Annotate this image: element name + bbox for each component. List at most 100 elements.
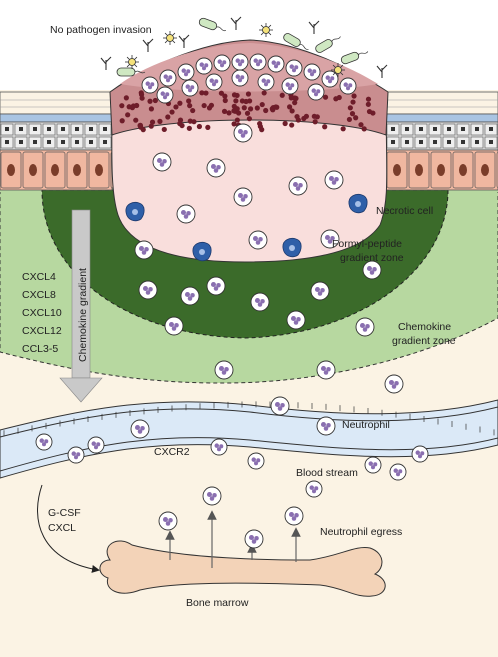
clot-particle (203, 90, 209, 96)
clot-particle (350, 99, 356, 105)
clot-particle (221, 108, 228, 114)
clot-particle (289, 108, 295, 114)
clot-particle (231, 92, 238, 98)
clot-particle (279, 92, 285, 98)
clot-particle (199, 90, 205, 96)
clot-particle (361, 126, 367, 132)
clot-particle (186, 125, 192, 131)
clot-particle (177, 117, 184, 123)
clot-particle (234, 117, 240, 123)
neutrophil (134, 240, 154, 260)
neutrophil (355, 317, 375, 337)
clot-particle (123, 95, 129, 101)
neutrophil (285, 59, 303, 77)
clot-particle (133, 117, 139, 123)
pathogens (100, 16, 388, 78)
clot-particle (303, 113, 310, 119)
clot-particle (186, 98, 192, 104)
clot-particle (206, 105, 213, 111)
neutrophil (270, 396, 290, 416)
clot-particle (287, 104, 293, 110)
label-neutrophil-egress: Neutrophil egress (320, 526, 402, 538)
neutrophil (138, 280, 158, 300)
egress-arrows (165, 510, 301, 568)
bone-marrow-bone (99, 540, 386, 597)
chemokine-item: CXCL4 (22, 271, 56, 283)
neutrophil (35, 433, 53, 451)
clot-particle (244, 110, 251, 116)
clot-particle (263, 107, 269, 114)
clot-particle (139, 95, 145, 101)
neutrophil (206, 158, 226, 178)
chemokine-list: CXCL4 CXCL8 CXCL10 CXCL12 CCL3-5 (22, 271, 62, 355)
clot-particle (147, 98, 153, 104)
neutrophil (244, 529, 264, 549)
label-chemokine-zone-2: gradient zone (392, 335, 456, 347)
label-no-pathogen: No pathogen invasion (50, 24, 152, 36)
clot-particle (351, 93, 357, 99)
clot-particle (292, 100, 298, 106)
clot-particle (161, 126, 167, 133)
clot-particle (312, 119, 318, 125)
vessel-endothelium (3, 401, 495, 437)
clot-particle (148, 123, 154, 129)
neutrophil (231, 53, 249, 71)
necrotic-cells (125, 194, 368, 262)
neutrophil (158, 511, 178, 531)
label-chemokine-zone-1: Chemokine (398, 321, 451, 333)
clot-particle (233, 98, 239, 104)
clot-particle (196, 123, 203, 130)
neutrophil (214, 360, 234, 380)
neutrophil (321, 70, 339, 88)
blood-vessel (0, 399, 498, 479)
clot-particle (187, 103, 193, 109)
neutrophil (130, 419, 150, 439)
clot-particle (247, 106, 254, 112)
clot-particle (241, 105, 247, 111)
clot-particle (311, 113, 317, 119)
neutrophil (159, 69, 177, 87)
neutrophil (141, 76, 159, 94)
clot-particle (288, 95, 294, 101)
clot-particle (119, 103, 125, 109)
neutrophil (202, 486, 222, 506)
gcsf-arrow (37, 484, 100, 573)
chemokine-gradient-arrow (59, 209, 103, 403)
neutrophil (257, 73, 275, 91)
clot-particle (218, 90, 225, 96)
necrotic-cell (192, 242, 212, 262)
clot-particle (165, 114, 171, 120)
clot-particle (246, 116, 252, 122)
bacterium-icon (283, 33, 309, 50)
clot-particle (231, 121, 237, 127)
clot-particle (236, 110, 242, 116)
clot-particle (190, 107, 196, 114)
label-blood-stream: Blood stream (296, 467, 358, 479)
neutrophil (310, 281, 330, 301)
neutrophil (248, 230, 268, 250)
clot-particle (259, 127, 265, 133)
clot-particle (245, 91, 252, 97)
neutrophil (206, 276, 226, 296)
neutrophil (87, 436, 105, 454)
neutrophil (411, 445, 429, 463)
clot-particle (187, 118, 193, 124)
clot-particle (295, 117, 301, 123)
chemokine-item: CXCL8 (22, 289, 56, 301)
label-chemokine-gradient: Chemokine gradient (77, 268, 89, 362)
clot-particle (347, 105, 353, 111)
neutrophil (389, 463, 407, 481)
neutrophil (281, 77, 299, 95)
clot-particle (152, 97, 158, 104)
neutrophil (286, 310, 306, 330)
clot-particle (140, 127, 146, 133)
label-necrotic-cell: Necrotic cell (376, 205, 433, 217)
neutrophil (339, 77, 357, 95)
clot-particle (148, 106, 154, 112)
clot-particle (340, 126, 346, 132)
neutrophil (384, 374, 404, 394)
chemokine-item: CCL3-5 (22, 343, 58, 355)
neutrophil (250, 292, 270, 312)
virus-icon (125, 55, 139, 69)
